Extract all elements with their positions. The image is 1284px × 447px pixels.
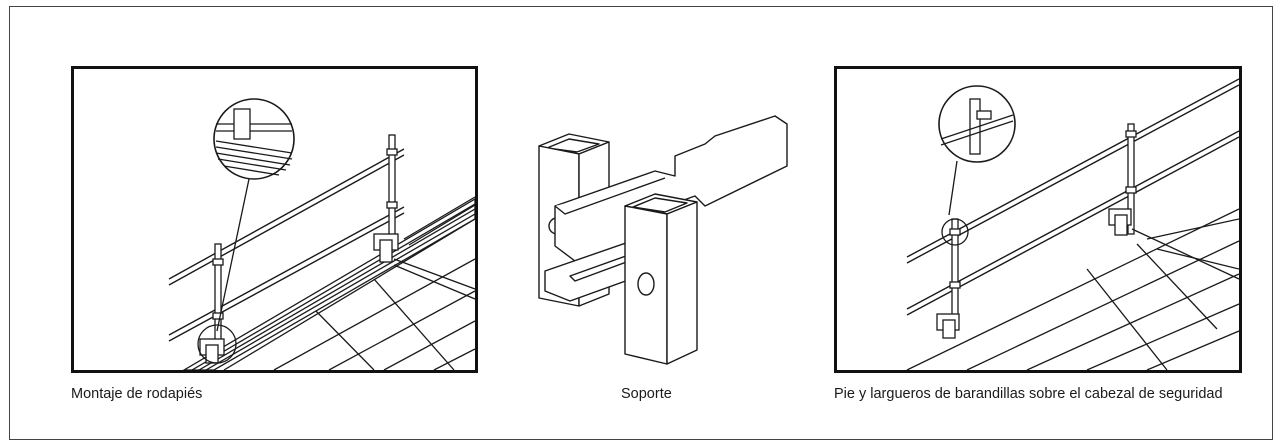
guardrail-post-on-safety-head-illustration xyxy=(834,66,1242,373)
support-bracket-illustration xyxy=(525,96,795,366)
front-tube xyxy=(624,193,698,365)
figure-frame xyxy=(9,6,1273,440)
detail-callout xyxy=(197,98,295,364)
caption-center: Soporte xyxy=(621,386,672,402)
safety-head-clamps xyxy=(936,208,1239,339)
caption-left: Montaje de rodapiés xyxy=(71,386,203,402)
detail-callout xyxy=(938,85,1016,246)
toe-board-mounting-illustration xyxy=(71,66,478,373)
caption-right: Pie y largueros de barandillas sobre el … xyxy=(834,386,1223,402)
deck-planks xyxy=(223,218,475,370)
guardrail-rails xyxy=(168,148,405,342)
guardrail-rails xyxy=(906,78,1239,316)
safety-head-clamps xyxy=(199,233,475,364)
upper-plate xyxy=(554,115,788,262)
toe-board xyxy=(182,196,475,370)
deck-planks xyxy=(906,208,1239,370)
